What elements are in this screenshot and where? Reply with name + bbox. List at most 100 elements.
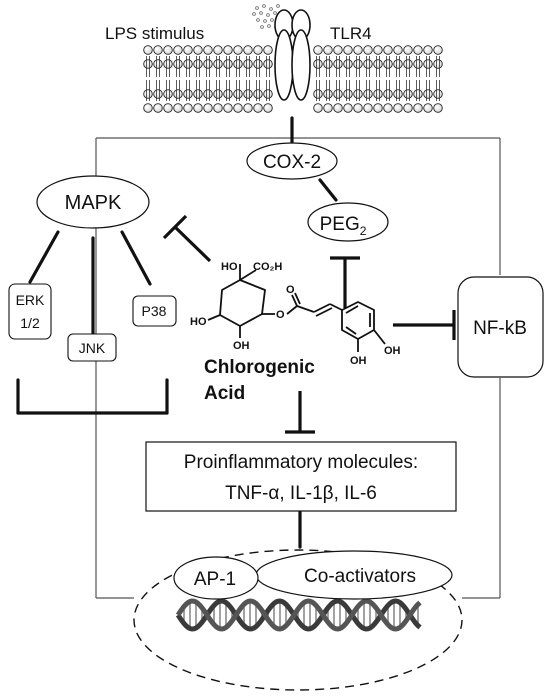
lipid-head [223,59,233,69]
lipid-head [243,45,253,55]
lipid-head [183,89,193,99]
lipid-head [163,59,173,69]
jnk-node: JNK [67,333,117,362]
lipid-head [253,45,263,55]
lipid-head [203,103,213,113]
lipid-head [233,89,243,99]
lipid-head [423,59,433,69]
lipid-head [143,45,153,55]
lipid-head [433,45,443,55]
lipid-head [183,103,193,113]
lipid-head [153,59,163,69]
lipid-head [363,89,373,99]
p38-node: P38 [132,295,177,327]
lipid-head [143,89,153,99]
lipid-head [193,89,203,99]
lipid-head [373,89,383,99]
lipid-head [403,59,413,69]
svg-text:OH: OH [350,355,367,367]
tlr4-label: TLR4 [330,24,372,43]
lipid-head [383,59,393,69]
lipid-head [433,103,443,113]
cox2-label: COX-2 [263,152,321,173]
proinflammatory-title: Proinflammatory molecules: [184,452,418,473]
coactivators-label: Co-activators [304,566,416,587]
lipid-head [203,59,213,69]
lipid-head [353,103,363,113]
lipid-head [153,45,163,55]
lipid-head [373,103,383,113]
ap1-node: AP-1 [173,556,259,600]
dna-strand [175,598,422,632]
chlorogenic-acid-label-line2: Acid [204,383,245,404]
lipid-head [183,59,193,69]
lipid-head [423,103,433,113]
lipid-head [243,103,253,113]
lipid-head [403,89,413,99]
lipid-head [343,103,353,113]
lipid-head [263,103,273,113]
lipid-head [253,103,263,113]
coactivators-node: Co-activators [255,550,453,600]
svg-text:HO: HO [190,316,207,328]
jnk-label: JNK [79,340,106,356]
inhibit-mapk-arrow [173,225,212,263]
lipid-head [153,103,163,113]
peg2-subscript: 2 [360,224,367,238]
lipid-head [213,103,223,113]
ap1-label: AP-1 [194,569,236,590]
lipid-head [233,45,243,55]
lipid-head [353,89,363,99]
lipid-head [343,89,353,99]
lipid-head [393,89,403,99]
lipid-head [423,89,433,99]
nucleus-outline [133,549,463,691]
lipid-head [223,45,233,55]
proinflammatory-molecules: TNF-α, IL-1β, IL-6 [225,483,377,504]
lipid-head [433,89,443,99]
lipid-head [413,89,423,99]
peg2-label: PEG [320,214,360,235]
lipid-head [163,103,173,113]
lipid-head [413,103,423,113]
erk-label-line1: ERK [16,292,45,308]
lipid-head [423,45,433,55]
lipid-head [243,59,253,69]
lipid-head [153,89,163,99]
lipid-head [343,59,353,69]
lipid-head [383,103,393,113]
pathway-connectors [16,116,338,549]
lipid-head [233,103,243,113]
svg-text:PEG2: PEG2 [320,214,367,238]
lipid-head [323,103,333,113]
lipid-head [263,45,273,55]
lipid-head [193,59,203,69]
svg-text:OH: OH [384,345,401,357]
lipid-head [173,89,183,99]
lipid-head [353,59,363,69]
lipid-head [193,103,203,113]
lipid-head [313,45,323,55]
lipid-head [213,45,223,55]
lipid-head [333,59,343,69]
lipid-head [223,89,233,99]
lipid-head [433,59,443,69]
lipid-head [403,45,413,55]
lipid-head [333,45,343,55]
peg2-node: PEG2 [307,202,389,242]
lipid-head [213,59,223,69]
erk-node: ERK 1/2 [8,283,52,340]
chlorogenic-acid-structure [207,264,386,352]
chlorogenic-acid-label-line1: Chlorogenic [204,357,315,378]
lipid-head [233,59,243,69]
lipid-head [173,45,183,55]
lipid-head [343,45,353,55]
lipid-head [313,89,323,99]
lipid-head [263,59,273,69]
p38-label: P38 [142,303,167,319]
lipid-head [323,89,333,99]
lipid-head [143,59,153,69]
cox2-node: COX-2 [246,142,338,180]
lipid-head [263,89,273,99]
svg-text:HO: HO [221,261,238,273]
